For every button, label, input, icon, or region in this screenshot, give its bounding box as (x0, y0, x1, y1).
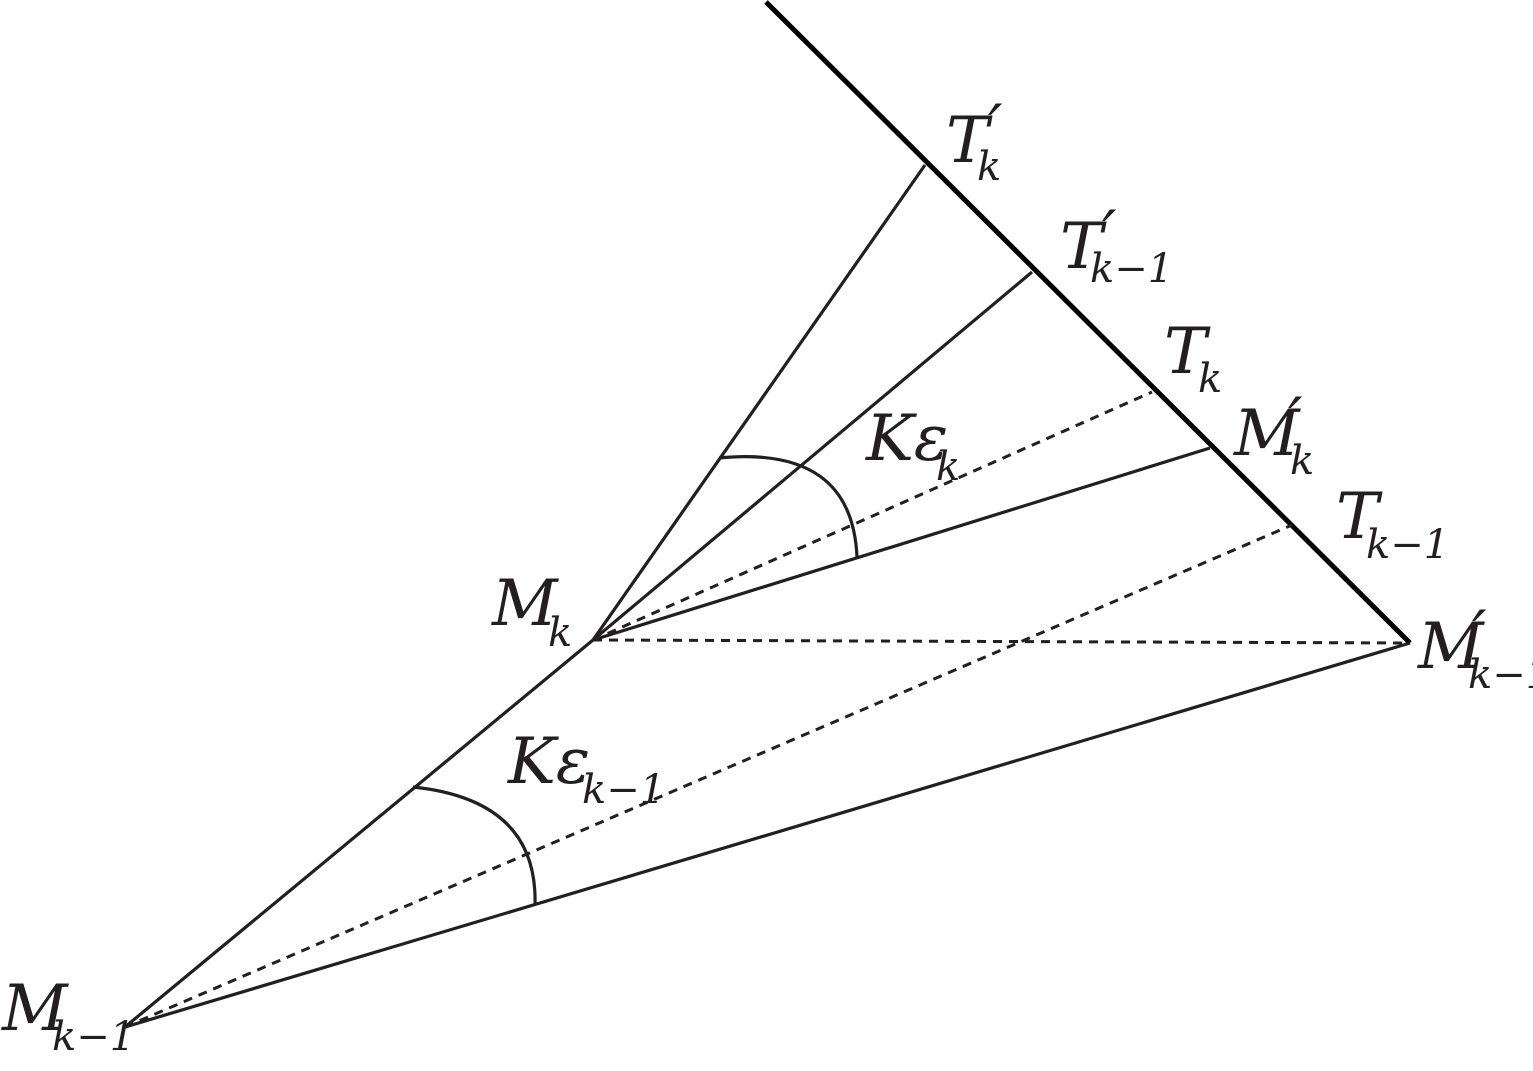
angle-arc-k (718, 455, 859, 558)
segment-Mkm1-Mkm1-prime (124, 641, 1411, 1029)
svg-text:′: ′ (988, 92, 1003, 166)
svg-text:k−1: k−1 (582, 767, 665, 813)
dashed-Mk-Tk (592, 390, 1153, 642)
boundary-line (764, 0, 1412, 645)
svg-text:k−1: k−1 (52, 1014, 135, 1060)
svg-text:Kε: Kε (865, 402, 948, 476)
label-T-km1: T k−1 (1336, 480, 1449, 568)
dashed-Mkm1-Tkm1 (124, 523, 1293, 1029)
svg-text:T: T (1336, 480, 1383, 554)
segment-Mk-Tkm1-prime (591, 270, 1034, 642)
svg-text:M: M (1, 972, 69, 1046)
svg-text:k−1: k−1 (1468, 652, 1533, 698)
svg-text:M: M (1417, 610, 1485, 684)
label-M-k-prime: M ′ k (1233, 385, 1314, 484)
segment-Mk-Tk-prime (591, 164, 927, 641)
svg-text:k: k (1290, 438, 1314, 484)
segment-Mk-Mk-prime (592, 446, 1211, 642)
svg-text:k: k (1198, 356, 1222, 402)
segment-Mkm1-Mk (123, 638, 595, 1029)
label-angle-km1: Kε k−1 (507, 725, 665, 813)
svg-text:Kε: Kε (507, 725, 590, 799)
svg-text:M: M (491, 567, 559, 641)
label-angle-k: Kε k (865, 402, 960, 490)
svg-text:T: T (1060, 210, 1107, 284)
dashed-Mk-Mkm1-prime (592, 638, 1411, 645)
svg-text:k: k (936, 444, 960, 490)
svg-text:k−1: k−1 (1366, 522, 1449, 568)
label-M-km1-prime: M ′ k−1 (1417, 598, 1533, 698)
svg-text:T: T (946, 104, 993, 178)
svg-text:M: M (1233, 397, 1301, 471)
label-T-k-prime: T ′ k (946, 92, 1003, 190)
svg-text:k: k (548, 610, 572, 656)
svg-text:k−1: k−1 (1090, 246, 1173, 292)
svg-text:T: T (1164, 315, 1211, 389)
svg-text:k: k (977, 144, 1001, 190)
svg-text:′: ′ (1288, 385, 1303, 459)
label-M-k: M k (491, 567, 572, 656)
svg-text:′: ′ (1472, 598, 1487, 672)
svg-text:′: ′ (1102, 198, 1117, 272)
angle-arc-km1 (412, 785, 537, 906)
label-T-km1-prime: T ′ k−1 (1060, 198, 1173, 292)
label-T-k: T k (1164, 315, 1222, 402)
label-M-km1: M k−1 (1, 972, 135, 1060)
